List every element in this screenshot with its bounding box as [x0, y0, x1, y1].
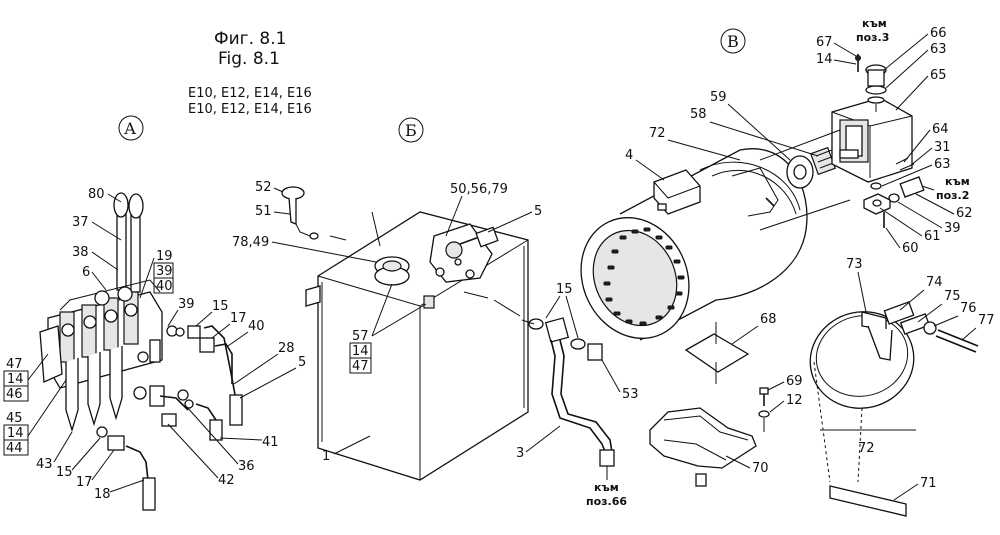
group-b-labels: 52 51 78,49 50,56,79 5 57 14 47 15 53 1 …	[232, 180, 639, 508]
svg-text:39: 39	[178, 297, 195, 312]
svg-text:72: 72	[858, 441, 875, 456]
svg-text:43: 43	[36, 457, 53, 472]
svg-text:39: 39	[156, 264, 173, 279]
svg-text:67: 67	[816, 35, 833, 50]
motor-pump-assembly	[580, 54, 925, 341]
svg-text:74: 74	[926, 275, 943, 290]
svg-text:59: 59	[710, 90, 727, 105]
svg-text:63: 63	[930, 42, 947, 57]
svg-text:73: 73	[846, 257, 863, 272]
svg-text:70: 70	[752, 461, 769, 476]
svg-text:77: 77	[978, 313, 995, 328]
svg-text:4: 4	[625, 148, 633, 163]
hydraulic-tank-assembly	[281, 186, 615, 481]
svg-text:46: 46	[6, 387, 23, 402]
svg-text:53: 53	[622, 387, 639, 402]
group-v-labels: към поз.3 67 14 66 63 65 59 58 72 4 64 3…	[625, 17, 995, 501]
models-line-2: E10, E12, E14, E16	[188, 102, 312, 117]
svg-text:15: 15	[56, 465, 73, 480]
svg-text:51: 51	[255, 204, 272, 219]
svg-text:37: 37	[72, 215, 89, 230]
svg-text:28: 28	[278, 341, 295, 356]
svg-text:44: 44	[6, 441, 23, 456]
svg-text:66: 66	[930, 26, 947, 41]
svg-text:62: 62	[956, 206, 973, 221]
svg-text:14: 14	[352, 344, 369, 359]
svg-text:41: 41	[262, 435, 279, 450]
figure-title-bg: Фиг. 8.1	[214, 29, 286, 49]
svg-text:15: 15	[556, 282, 573, 297]
svg-text:5: 5	[534, 204, 542, 219]
svg-text:38: 38	[72, 245, 89, 260]
svg-text:17: 17	[230, 311, 247, 326]
svg-text:към: към	[594, 481, 619, 494]
svg-text:поз.2: поз.2	[936, 189, 969, 202]
svg-text:61: 61	[924, 229, 941, 244]
svg-text:50,56,79: 50,56,79	[450, 182, 508, 197]
svg-text:14: 14	[7, 426, 24, 441]
svg-text:към: към	[862, 17, 887, 30]
svg-text:В: В	[727, 32, 739, 51]
svg-text:към: към	[945, 175, 970, 188]
svg-text:17: 17	[76, 475, 93, 490]
svg-text:14: 14	[816, 52, 833, 67]
svg-text:52: 52	[255, 180, 272, 195]
svg-text:5: 5	[298, 355, 306, 370]
models-line-1: E10, E12, E14, E16	[188, 86, 312, 101]
svg-text:40: 40	[156, 279, 173, 294]
svg-text:64: 64	[932, 122, 949, 137]
svg-text:18: 18	[94, 487, 111, 502]
svg-text:69: 69	[786, 374, 803, 389]
svg-text:65: 65	[930, 68, 947, 83]
section-marker-b: Б	[398, 117, 424, 143]
svg-text:14: 14	[7, 372, 24, 387]
svg-text:72: 72	[649, 126, 666, 141]
svg-text:36: 36	[238, 459, 255, 474]
svg-text:31: 31	[934, 140, 951, 155]
section-marker-v: В	[720, 28, 746, 54]
svg-text:39: 39	[944, 221, 961, 236]
svg-text:78,49: 78,49	[232, 235, 269, 250]
svg-text:58: 58	[690, 107, 707, 122]
svg-text:поз.3: поз.3	[856, 31, 889, 44]
svg-text:40: 40	[248, 319, 265, 334]
svg-text:6: 6	[82, 265, 90, 280]
svg-text:60: 60	[902, 241, 919, 256]
mounting-clamp-assembly	[649, 301, 979, 517]
figure-title-en: Fig. 8.1	[218, 49, 280, 69]
svg-text:поз.66: поз.66	[586, 495, 627, 508]
group-a-labels: 80 37 38 6 19 39 40 39 15 17 40 28 5 47 …	[3, 187, 306, 502]
svg-text:63: 63	[934, 157, 951, 172]
svg-text:Б: Б	[405, 121, 417, 140]
svg-text:68: 68	[760, 312, 777, 327]
svg-text:47: 47	[352, 359, 369, 374]
svg-text:15: 15	[212, 299, 229, 314]
svg-text:3: 3	[516, 446, 524, 461]
svg-text:57: 57	[352, 329, 369, 344]
svg-text:19: 19	[156, 249, 173, 264]
svg-text:12: 12	[786, 393, 803, 408]
svg-text:А: А	[124, 119, 136, 138]
svg-text:75: 75	[944, 289, 961, 304]
svg-text:42: 42	[218, 473, 235, 488]
svg-text:80: 80	[88, 187, 105, 202]
svg-text:45: 45	[6, 411, 23, 426]
section-marker-a: А	[118, 115, 144, 141]
control-valve-assembly	[39, 192, 243, 511]
svg-text:47: 47	[6, 357, 23, 372]
svg-text:1: 1	[322, 449, 330, 464]
svg-text:76: 76	[960, 301, 977, 316]
svg-text:71: 71	[920, 476, 937, 491]
